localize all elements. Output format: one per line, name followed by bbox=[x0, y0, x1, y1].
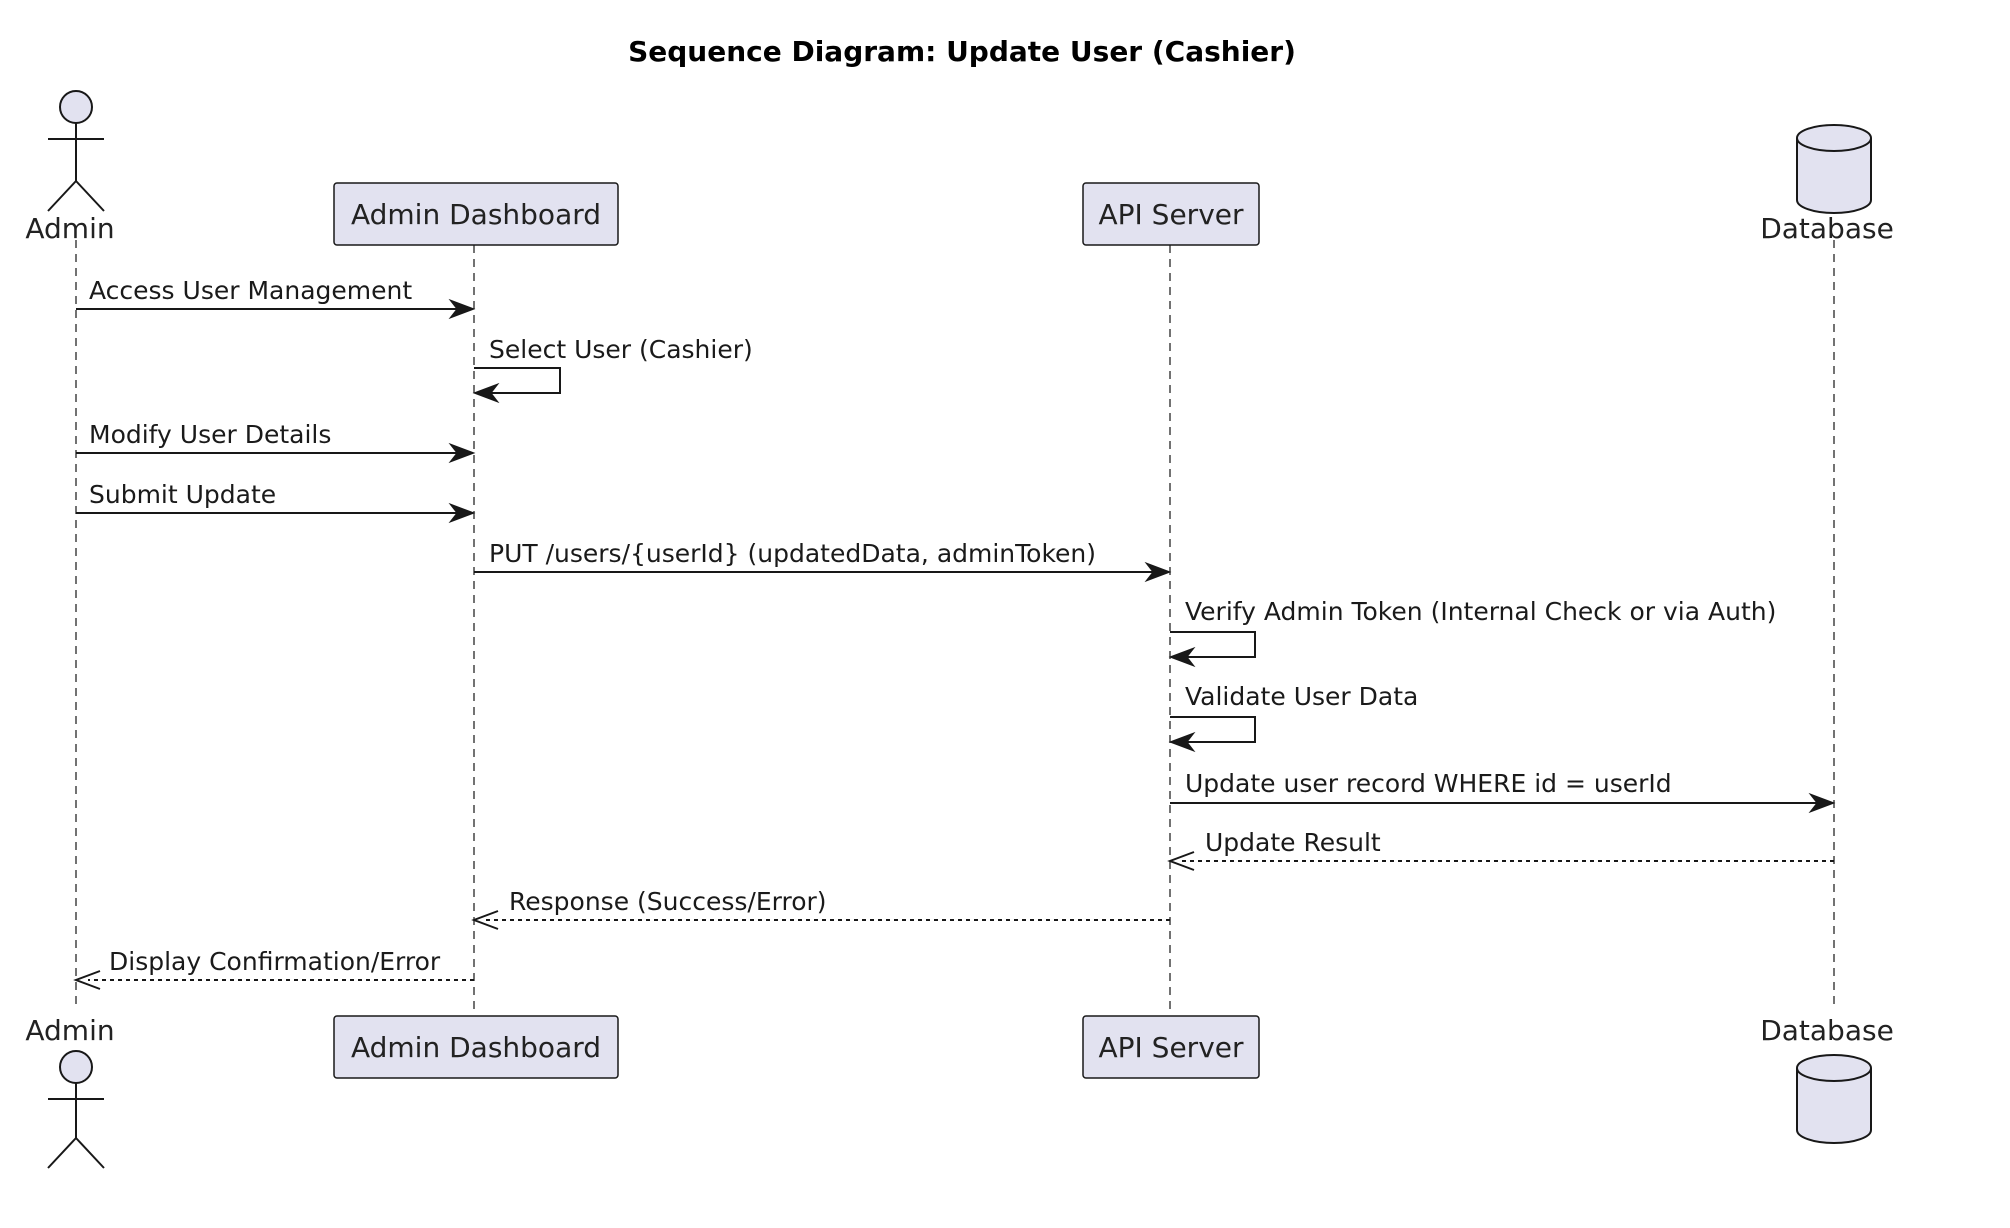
participant-label: Admin Dashboard bbox=[351, 198, 601, 231]
participant-label: Database bbox=[1760, 1014, 1894, 1047]
message-5: PUT /users/{userId} (updatedData, adminT… bbox=[474, 539, 1172, 583]
participant-admin-bottom: Admin bbox=[25, 1014, 115, 1169]
message-6: Verify Admin Token (Internal Check or vi… bbox=[1168, 597, 1776, 668]
participant-admin-top: Admin bbox=[25, 90, 115, 245]
message-4: Submit Update bbox=[76, 480, 476, 524]
participant-label: API Server bbox=[1098, 1031, 1244, 1064]
participant-label: Admin Dashboard bbox=[351, 1031, 601, 1064]
message-9: Update Result bbox=[1167, 828, 1834, 871]
message-8: Update user record WHERE id = userId bbox=[1170, 769, 1836, 814]
message-10: Response (Success/Error) bbox=[471, 887, 1170, 930]
message-label: PUT /users/{userId} (updatedData, adminT… bbox=[489, 539, 1096, 568]
message-label: Verify Admin Token (Internal Check or vi… bbox=[1185, 597, 1776, 626]
message-11: Display Confirmation/Error bbox=[73, 947, 474, 990]
message-1: Access User Management bbox=[76, 276, 476, 320]
message-label: Submit Update bbox=[89, 480, 276, 509]
participant-database-bottom: Database bbox=[1760, 1014, 1894, 1144]
message-label: Access User Management bbox=[89, 276, 412, 305]
database-cylinder-icon bbox=[1796, 124, 1872, 214]
actor-stick-figure-icon bbox=[47, 1050, 105, 1169]
message-7: Validate User Data bbox=[1168, 682, 1418, 753]
message-label: Validate User Data bbox=[1185, 682, 1418, 711]
participant-database-top: Database bbox=[1760, 124, 1894, 245]
participant-label: Admin bbox=[25, 212, 114, 245]
message-2: Select User (Cashier) bbox=[472, 335, 753, 404]
message-label: Display Confirmation/Error bbox=[109, 947, 441, 976]
participant-api-server-bottom: API Server bbox=[1082, 1015, 1260, 1079]
participant-admin-dashboard-bottom: Admin Dashboard bbox=[333, 1015, 619, 1079]
participant-label: Database bbox=[1760, 212, 1894, 245]
actor-stick-figure-icon bbox=[47, 90, 105, 212]
participant-api-server-top: API Server bbox=[1082, 182, 1260, 246]
participant-admin-dashboard-top: Admin Dashboard bbox=[333, 182, 619, 246]
message-label: Update Result bbox=[1205, 828, 1381, 857]
message-3: Modify User Details bbox=[76, 420, 476, 464]
message-label: Response (Success/Error) bbox=[509, 887, 827, 916]
diagram-title: Sequence Diagram: Update User (Cashier) bbox=[628, 35, 1296, 68]
message-label: Select User (Cashier) bbox=[489, 335, 753, 364]
database-cylinder-icon bbox=[1796, 1054, 1872, 1144]
message-label: Modify User Details bbox=[89, 420, 331, 449]
message-label: Update user record WHERE id = userId bbox=[1185, 769, 1672, 798]
participant-label: API Server bbox=[1098, 198, 1244, 231]
participant-label: Admin bbox=[25, 1014, 114, 1047]
